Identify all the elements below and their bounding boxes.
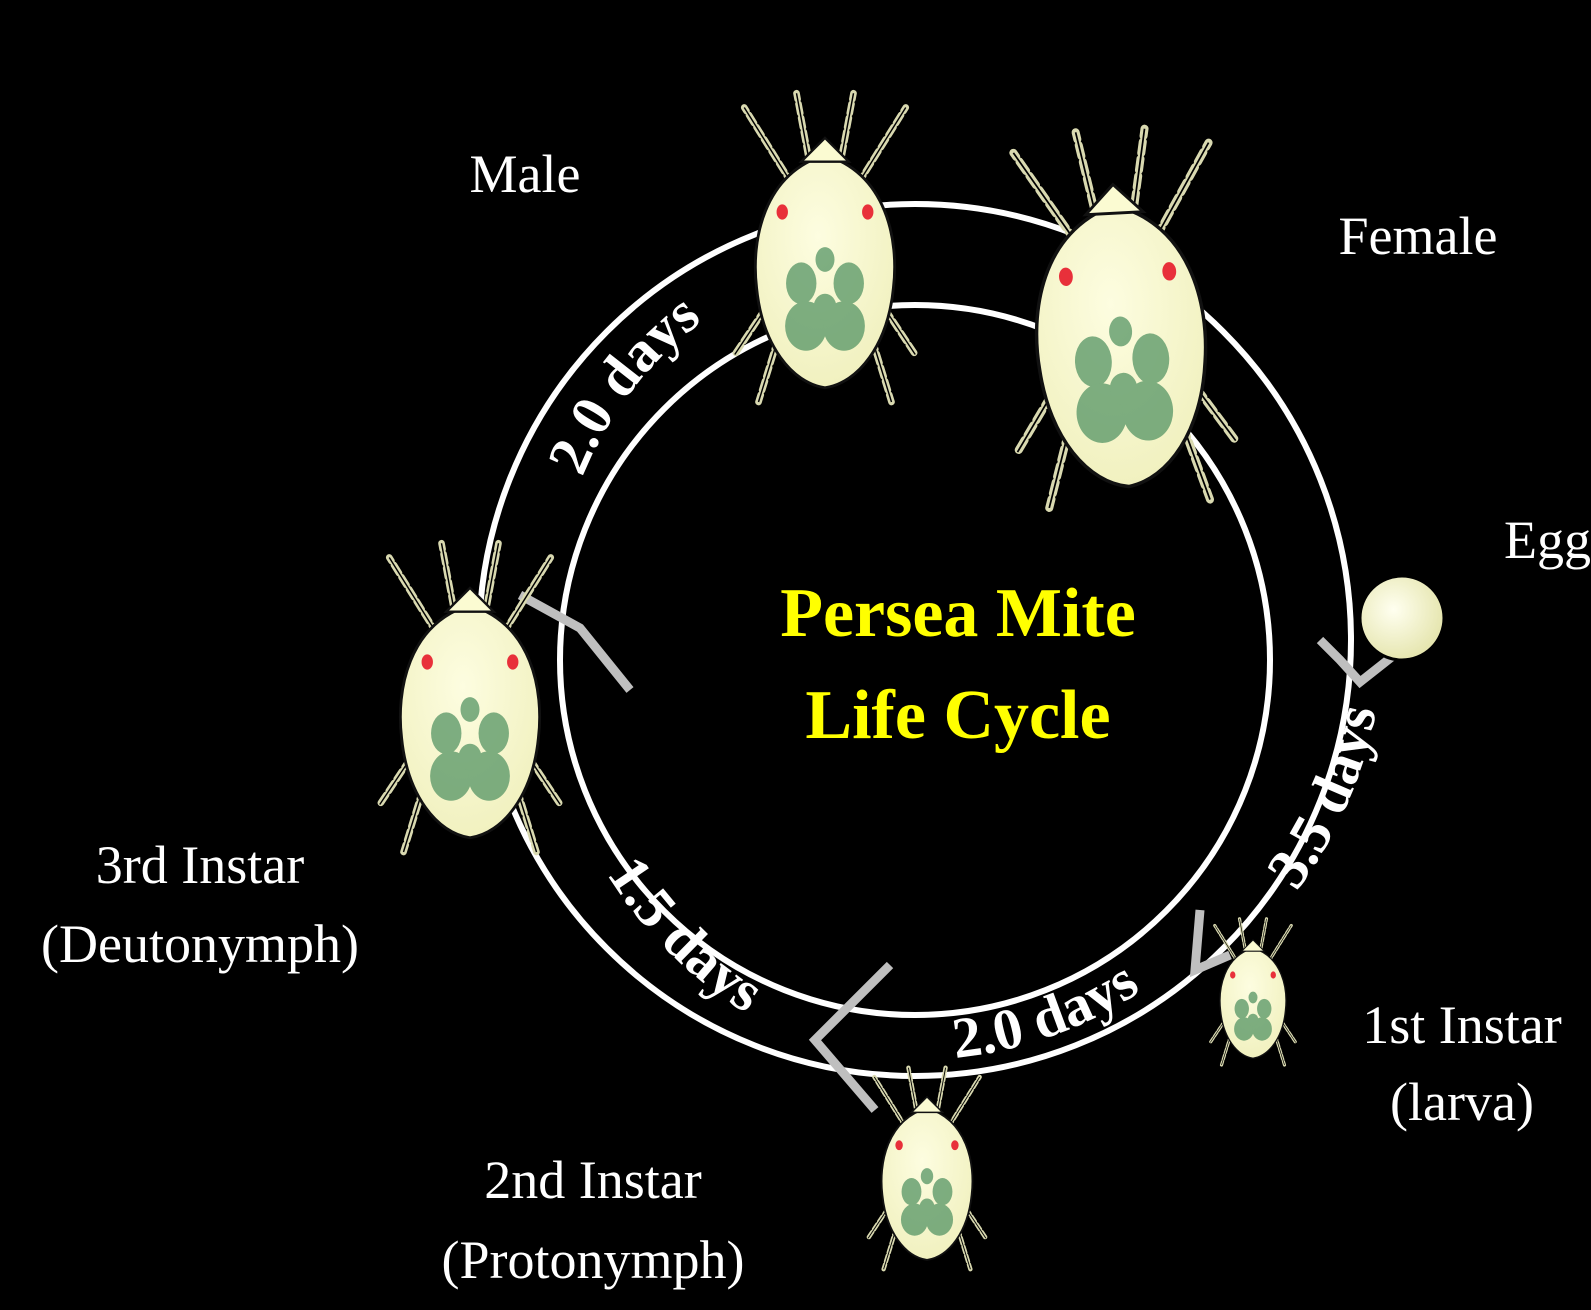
label-second-instar-sub: (Protonymph) [442, 1230, 745, 1290]
egg-illustration [1360, 576, 1444, 660]
label-second-instar: 2nd Instar [484, 1150, 701, 1210]
duration-protonymph-to-deutonymph: 1.5 days [595, 845, 775, 1025]
deutonymph-mite-illustration [380, 543, 561, 852]
label-first-instar-sub: (larva) [1390, 1072, 1534, 1132]
duration-egg-to-larva: 3.5 days [1254, 699, 1389, 899]
protonymph-mite-illustration [868, 1068, 986, 1270]
title-line-2: Life Cycle [805, 677, 1110, 754]
label-third-instar: 3rd Instar [96, 835, 304, 895]
male-mite-illustration [735, 93, 916, 402]
label-egg: Egg [1504, 510, 1591, 570]
larva-mite-illustration [1210, 919, 1296, 1065]
title-line-1: Persea Mite [780, 575, 1136, 652]
label-female: Female [1339, 206, 1498, 266]
label-first-instar: 1st Instar [1362, 995, 1561, 1055]
label-male: Male [470, 144, 581, 204]
label-third-instar-sub: (Deutonymph) [41, 914, 359, 974]
